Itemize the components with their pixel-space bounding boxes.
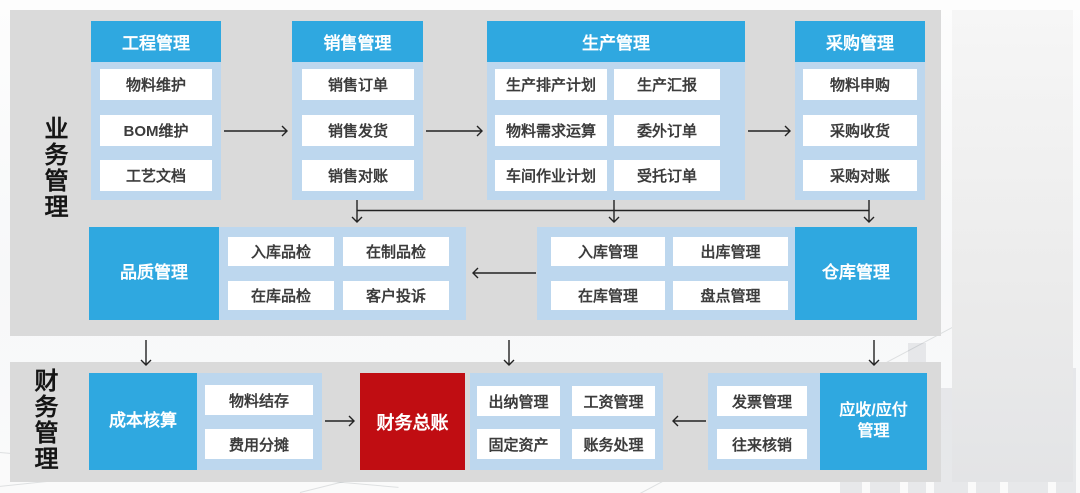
module-box: 固定资产 [477, 429, 560, 459]
module-box: 物料结存 [205, 385, 313, 415]
module-box: 受托订单 [614, 160, 720, 191]
module-box: 往来核销 [717, 429, 807, 459]
module-box: 盘点管理 [673, 281, 788, 310]
module-box: 发票管理 [717, 386, 807, 416]
module-box: 费用分摊 [205, 429, 313, 459]
business-management-label: 业务管理 [40, 116, 67, 220]
finance-ops-group: 出纳管理 工资管理 固定资产 账务处理 [470, 373, 663, 470]
module-box: 工艺文档 [100, 160, 212, 191]
receivable-payable-box: 应收/应付管理 [820, 373, 927, 470]
quality-group: 品质管理 入库品检 在制品检 在库品检 客户投诉 [89, 227, 466, 320]
module-box: 出纳管理 [477, 386, 560, 416]
module-box: 车间作业计划 [495, 160, 607, 191]
module-box: 入库管理 [551, 237, 665, 266]
production-group: 生产管理 生产排产计划 物料需求运算 车间作业计划 生产汇报 委外订单 受托订单 [487, 21, 745, 200]
procurement-group-title: 采购管理 [795, 21, 925, 62]
engineering-group: 工程管理 物料维护 BOM维护 工艺文档 [91, 21, 221, 200]
module-box: 销售发货 [302, 115, 414, 146]
receivable-payable-group: 发票管理 往来核销 应收/应付管理 [708, 373, 927, 470]
module-box: 入库品检 [228, 237, 334, 266]
general-ledger-box: 财务总账 [360, 373, 465, 470]
warehouse-management-box: 仓库管理 [795, 227, 917, 320]
module-box: 在库品检 [228, 281, 334, 310]
production-group-title: 生产管理 [487, 21, 745, 62]
module-box: 生产排产计划 [495, 69, 607, 100]
engineering-group-title: 工程管理 [91, 21, 221, 62]
cost-accounting-box: 成本核算 [89, 373, 197, 470]
module-box: 物料维护 [100, 69, 212, 100]
sales-group: 销售管理 销售订单 销售发货 销售对账 [292, 21, 423, 200]
module-box: 工资管理 [572, 386, 655, 416]
module-box: BOM维护 [100, 115, 212, 146]
quality-management-box: 品质管理 [89, 227, 219, 320]
module-box: 销售对账 [302, 160, 414, 191]
module-box: 采购收货 [803, 115, 917, 146]
module-box: 在制品检 [343, 237, 449, 266]
module-box: 在库管理 [551, 281, 665, 310]
cost-group: 成本核算 物料结存 费用分摊 [89, 373, 322, 470]
module-box: 生产汇报 [614, 69, 720, 100]
module-box: 物料申购 [803, 69, 917, 100]
sales-group-title: 销售管理 [292, 21, 423, 62]
module-box: 销售订单 [302, 69, 414, 100]
finance-management-label: 财务管理 [30, 368, 57, 472]
module-box: 物料需求运算 [495, 115, 607, 146]
module-box: 委外订单 [614, 115, 720, 146]
module-box: 采购对账 [803, 160, 917, 191]
procurement-group: 采购管理 物料申购 采购收货 采购对账 [795, 21, 925, 200]
module-box: 客户投诉 [343, 281, 449, 310]
warehouse-group: 入库管理 出库管理 在库管理 盘点管理 仓库管理 [537, 227, 917, 320]
module-box: 出库管理 [673, 237, 788, 266]
module-box: 账务处理 [572, 429, 655, 459]
integration-panel [952, 10, 1073, 482]
